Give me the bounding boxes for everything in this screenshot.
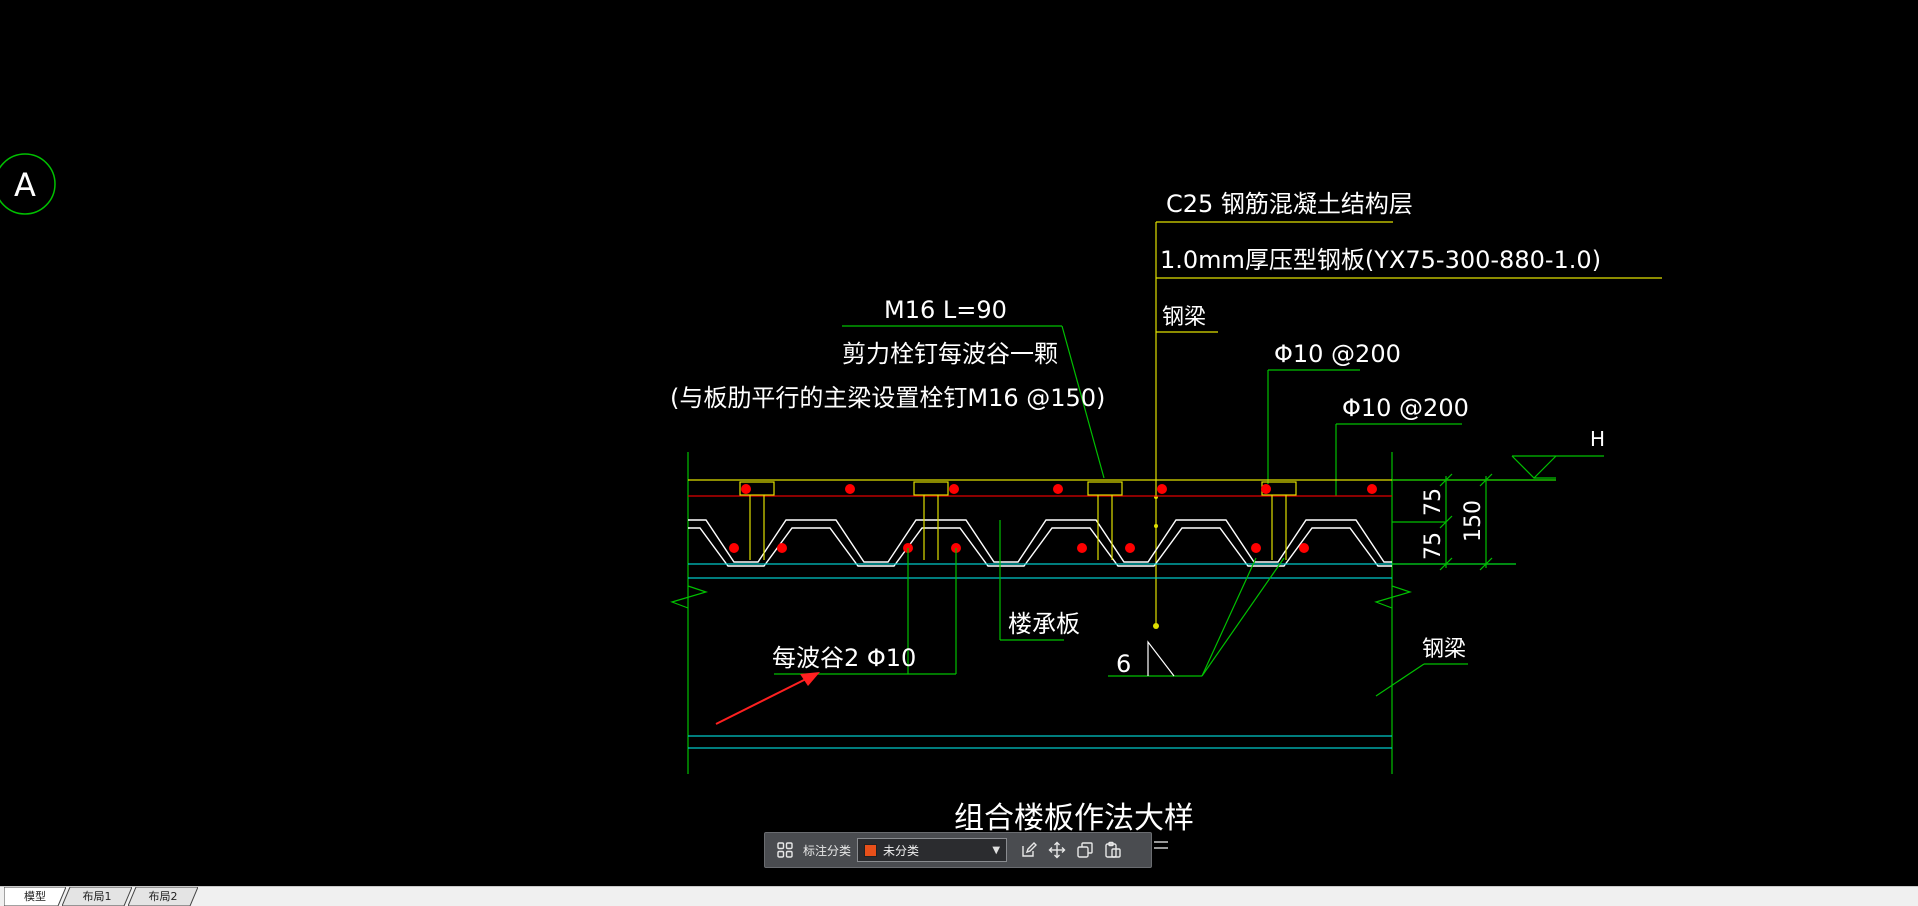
grid-layout-icon[interactable] <box>771 836 799 864</box>
label-leaders <box>1153 221 1662 629</box>
stud-leader <box>842 325 1105 479</box>
layout-tab-bar: 模型 布局1 布局2 <box>0 886 1918 906</box>
label-per-valley-rebar: 每波谷2 Φ10 <box>772 644 916 672</box>
category-dropdown[interactable]: 未分类 ▼ <box>857 838 1008 862</box>
drawing-title: 组合楼板作法大样 <box>954 801 1194 836</box>
label-stud-note: (与板肋平行的主梁设置栓钉M16 @150) <box>670 384 1105 412</box>
tab-layout-2-label: 布局2 <box>148 890 178 903</box>
grid-bubble-label: A <box>14 166 36 204</box>
label-stud-desc: 剪力栓钉每波谷一颗 <box>842 340 1058 368</box>
move-icon[interactable] <box>1043 836 1071 864</box>
label-floor-deck: 楼承板 <box>1008 610 1080 638</box>
tab-layout-1[interactable]: 布局1 <box>62 887 132 906</box>
level-symbol <box>1511 455 1604 479</box>
tab-layout-1-label: 布局1 <box>82 890 112 903</box>
drawing-canvas[interactable]: A C25 钢筋混凝土结构层 1.0mm厚压型钢板(YX75-300-880-1… <box>0 0 1918 886</box>
annotation-toolbar: 标注分类 未分类 ▼ <box>764 832 1152 868</box>
label-concrete-layer: C25 钢筋混凝土结构层 <box>1166 190 1413 218</box>
dim-150: 150 <box>1461 500 1486 542</box>
label-weld-size: 6 <box>1116 650 1131 678</box>
category-label: 标注分类 <box>803 843 852 858</box>
label-stud-spec: M16 L=90 <box>884 296 1007 324</box>
dim-75-bottom: 75 <box>1421 532 1446 560</box>
label-steel-beam-side: 钢梁 <box>1422 637 1466 662</box>
label-deck-plate: 1.0mm厚压型钢板(YX75-300-880-1.0) <box>1160 246 1601 274</box>
category-value: 未分类 <box>883 843 920 858</box>
chevron-down-icon: ▼ <box>992 844 1001 856</box>
tab-model[interactable]: 模型 <box>4 887 66 906</box>
label-rebar-2: Φ10 @200 <box>1342 394 1469 422</box>
grid-bubble: A <box>0 153 56 215</box>
tab-layout-2[interactable]: 布局2 <box>128 887 198 906</box>
label-level-mark: H <box>1590 427 1605 451</box>
dim-75-top: 75 <box>1421 488 1446 516</box>
rebar-leaders <box>1267 369 1462 496</box>
red-arrow-annotation <box>715 672 820 725</box>
label-rebar-1: Φ10 @200 <box>1274 340 1401 368</box>
label-steel-beam-top: 钢梁 <box>1162 305 1206 330</box>
category-color-swatch <box>864 843 878 857</box>
paste-icon[interactable] <box>1099 836 1127 864</box>
edit-icon[interactable] <box>1015 836 1043 864</box>
copy-icon[interactable] <box>1071 836 1099 864</box>
weld-symbol <box>1147 640 1175 677</box>
slab-section: 75 75 150 <box>670 452 1556 774</box>
tab-model-label: 模型 <box>24 890 46 903</box>
